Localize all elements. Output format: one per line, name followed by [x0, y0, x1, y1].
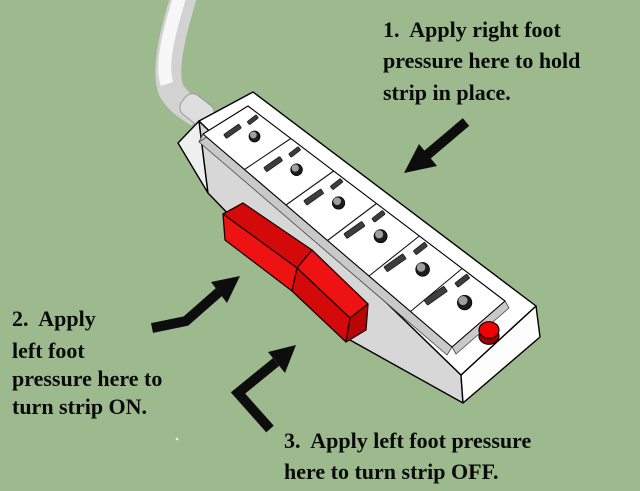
outlet-separators — [244, 138, 463, 312]
power-indicator-button — [478, 321, 500, 345]
outlet — [263, 146, 303, 176]
outlet-slot — [423, 286, 450, 307]
ground-hole — [290, 163, 303, 176]
outlet-slot — [303, 188, 326, 206]
step3-arrow — [230, 345, 296, 433]
outlet-separator-line — [285, 170, 334, 206]
step2-arrow — [150, 276, 240, 333]
outlet-separator-line — [244, 138, 292, 170]
rocker-lever — [222, 202, 369, 343]
step1-arrow — [404, 118, 470, 173]
ground-hole — [415, 262, 430, 277]
step1-arrow-shaft — [423, 118, 470, 159]
step2-label: 2. Apply left foot pressure here to turn… — [12, 306, 162, 419]
outlet-slot — [223, 124, 244, 140]
outlet — [223, 114, 261, 143]
outlet-separator-line — [368, 235, 420, 277]
outlet — [343, 210, 388, 244]
step1-line-1: 1. Apply right foot — [383, 17, 562, 42]
step2-line-4: turn strip ON. — [12, 394, 147, 419]
step3-label: 3. Apply left foot pressure here to turn… — [284, 428, 532, 484]
outlet — [383, 242, 430, 277]
step1-label: 1. Apply right foot pressure here to hol… — [383, 17, 580, 105]
outlet-grid — [223, 114, 473, 311]
button-top — [478, 321, 500, 339]
outlet-slot — [330, 178, 345, 191]
lever-paddle-end-cap — [345, 303, 369, 343]
outlet — [423, 273, 473, 311]
outlet-slot — [263, 156, 285, 173]
ground-hole — [373, 229, 388, 244]
step1-line-2: pressure here to hold — [383, 48, 580, 73]
outlet-slot — [383, 253, 409, 273]
step3-line-2: here to turn strip OFF. — [284, 459, 499, 484]
speck — [175, 437, 179, 441]
outlet-separator-line — [327, 203, 377, 241]
outlet-separator-line — [410, 268, 463, 312]
step1-line-3: strip in place. — [383, 80, 511, 105]
step1-arrowhead-icon — [404, 144, 437, 173]
step2-line-3: pressure here to — [12, 366, 162, 391]
ground-hole — [248, 130, 261, 143]
outlet-slot — [247, 114, 261, 126]
ground-hole — [457, 295, 473, 311]
ground-hole — [332, 196, 346, 210]
step3-arrow-shaft — [230, 358, 280, 433]
step2-arrowhead-icon — [211, 276, 240, 303]
step2-line-1: 2. Apply — [12, 306, 96, 331]
step3-line-1: 3. Apply left foot pressure — [284, 428, 532, 453]
outlet-slot — [343, 221, 367, 240]
outlet-slot — [454, 273, 472, 288]
outlet-slot — [413, 242, 430, 256]
step2-arrow-shaft — [150, 288, 223, 333]
step2-line-2: left foot — [12, 338, 85, 363]
cord-highlight — [158, 0, 186, 87]
step3-arrowhead-icon — [268, 345, 296, 373]
outlet-slot — [288, 146, 303, 158]
outlet-slot — [371, 210, 388, 223]
outlet — [303, 178, 346, 210]
